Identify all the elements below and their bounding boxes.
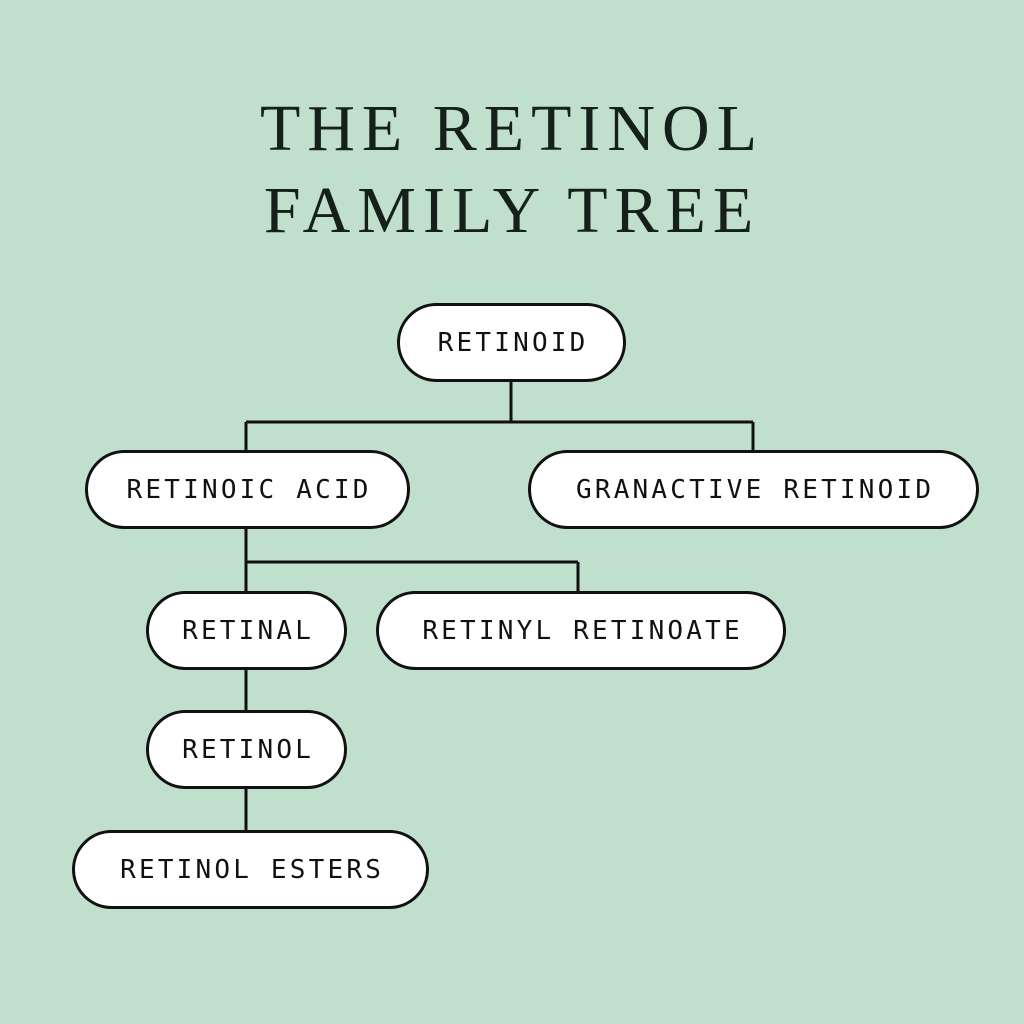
tree-node-retinoid[interactable]: RETINOID (397, 303, 626, 382)
page-title-line-2: FAMILY TREE (263, 174, 761, 247)
tree-node-granactive-retinoid[interactable]: GRANACTIVE RETINOID (528, 450, 979, 529)
tree-node-retinol-esters[interactable]: RETINOL ESTERS (72, 830, 429, 909)
page-title-line-1: THE RETINOL (259, 92, 765, 165)
tree-node-label: RETINOID (437, 327, 589, 358)
tree-node-label: RETINAL (182, 615, 315, 646)
tree-node-retinyl-retinoate[interactable]: RETINYL RETINOATE (376, 591, 786, 670)
tree-node-label: RETINOL ESTERS (120, 854, 385, 885)
tree-node-retinal[interactable]: RETINAL (146, 591, 347, 670)
tree-node-label: RETINYL RETINOATE (422, 615, 743, 646)
tree-node-label: RETINOL (182, 734, 315, 765)
page-title: THE RETINOL FAMILY TREE (0, 88, 1024, 252)
tree-node-label: GRANACTIVE RETINOID (575, 474, 935, 505)
tree-node-retinoic-acid[interactable]: RETINOIC ACID (85, 450, 410, 529)
tree-node-retinol[interactable]: RETINOL (146, 710, 347, 789)
tree-node-label: RETINOIC ACID (126, 474, 372, 505)
